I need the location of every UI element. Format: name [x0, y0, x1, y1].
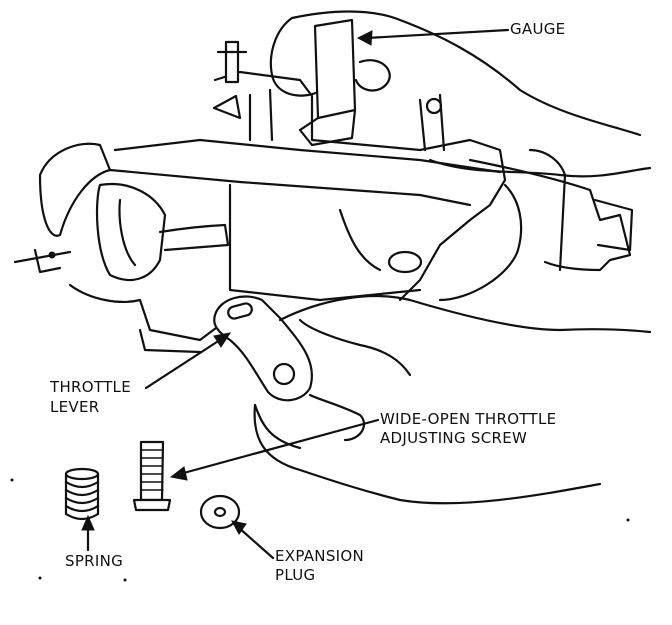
scan-specks [10, 478, 630, 582]
choke-pulloff [13, 142, 230, 354]
throttle-lever-label-line2: LEVER [50, 398, 100, 416]
expansion-plug-label-line2: PLUG [275, 566, 316, 584]
upper-hand [269, 10, 652, 178]
right-housing [438, 148, 634, 302]
lower-hand [253, 294, 652, 505]
wot-screw-label-line2: ADJUSTING SCREW [380, 429, 528, 447]
spring-part [64, 467, 100, 521]
expansion-plug-label-line1: EXPANSION [275, 547, 364, 565]
adjusting-screw-part [132, 440, 172, 512]
throttle-lever-label-line1: THROTTLE [50, 378, 131, 396]
carburetor-body [108, 40, 507, 302]
gauge-label: GAUGE [510, 20, 566, 38]
leader-lines [81, 28, 510, 560]
expansion-plug-part [199, 494, 241, 530]
gauge-block [298, 18, 357, 147]
throttle-lever [213, 295, 313, 402]
wot-screw-label-line1: WIDE-OPEN THROTTLE [380, 410, 557, 428]
spring-label: SPRING [65, 552, 124, 570]
